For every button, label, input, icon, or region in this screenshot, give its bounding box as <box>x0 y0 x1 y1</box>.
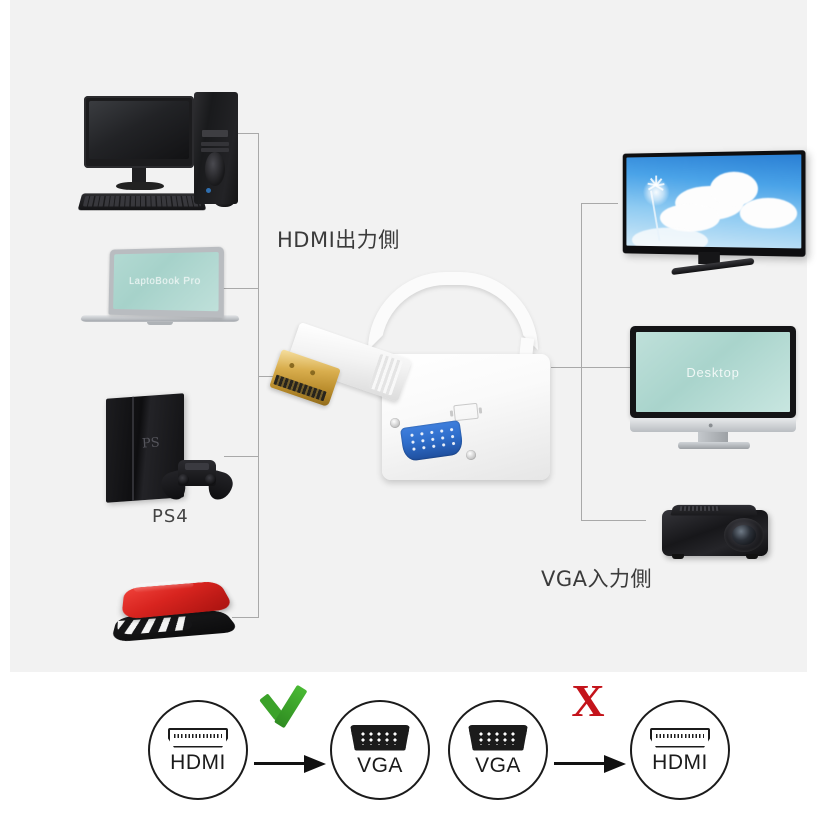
controller-touchpad <box>185 463 209 470</box>
direction-arrow-icon <box>554 755 626 773</box>
tower-slot <box>201 148 229 152</box>
laptop-image: LaptoBook Pro <box>75 246 245 338</box>
monitor-screen-text: Desktop <box>686 364 740 380</box>
right-bracket-branch-tv <box>581 203 618 204</box>
vga-port <box>399 419 465 463</box>
adapter-cable <box>368 272 538 350</box>
vga-screw <box>466 450 476 460</box>
left-bracket-spine <box>258 133 259 617</box>
check-icon <box>259 676 320 729</box>
right-bracket-branch-monitor <box>581 367 630 368</box>
direction-arrow-icon <box>254 755 326 773</box>
compatibility-strip: HDMI VGA VGA X <box>0 672 817 817</box>
monitor-stand-foot <box>678 442 750 449</box>
ps4-controller-icon <box>158 456 236 503</box>
laptop-trackpad-notch <box>147 322 173 325</box>
vga-port-badge: VGA <box>330 700 430 800</box>
hdmi-port-label: HDMI <box>170 750 226 774</box>
pc-monitor-stand-base <box>116 182 164 190</box>
right-bracket-spine <box>581 203 582 521</box>
vga-port-label: VGA <box>475 753 521 777</box>
left-bracket-branch-laptop <box>204 288 259 289</box>
hdmi-connector-grip <box>368 353 404 396</box>
laptop-lid: LaptoBook Pro <box>108 246 225 318</box>
projector-vent <box>679 506 721 511</box>
media-box-image <box>110 572 244 654</box>
keyboard-icon <box>77 193 207 211</box>
unsupported-direction-group: VGA X HDMI <box>432 672 792 817</box>
hdmi-connector-pins <box>273 374 327 402</box>
ps4-caption: PS4 <box>152 506 189 527</box>
cross-icon: X <box>571 675 605 726</box>
dandelion-head <box>643 175 670 206</box>
monitor-screen: Desktop <box>636 332 790 412</box>
ps4-body-seam <box>132 396 134 501</box>
ps4-console-image: PS <box>98 390 258 530</box>
adapter-housing <box>382 354 550 480</box>
projector-lens-ring <box>724 518 764 552</box>
laptop-screen: LaptoBook Pro <box>113 251 219 312</box>
television-image <box>618 150 814 282</box>
pc-monitor-icon <box>84 96 194 168</box>
tower-slot <box>201 142 229 146</box>
tower-front-panel <box>205 152 225 186</box>
keyboard-keys <box>82 195 202 207</box>
controller-stick-right <box>205 474 216 485</box>
projector-lens-glass <box>732 525 756 545</box>
vga-port-label: VGA <box>357 753 403 777</box>
tower-power-led <box>206 188 211 193</box>
vga-port-badge: VGA <box>448 700 548 800</box>
vga-screw <box>390 418 400 428</box>
pc-monitor-screen <box>89 101 189 159</box>
tv-screen <box>626 154 802 249</box>
right-bracket-branch-projector <box>581 520 646 521</box>
vga-port-pins <box>406 425 457 453</box>
projector-foot <box>672 554 684 559</box>
hdmi-output-side-label: HDMI出力側 <box>277 228 400 252</box>
left-bracket-branch-mediabox <box>232 617 259 618</box>
projector-foot <box>746 554 758 559</box>
display-icon <box>449 402 483 422</box>
apple-logo-icon: ● <box>708 420 714 430</box>
hdmi-to-vga-adapter-image <box>269 262 562 492</box>
left-bracket-branch-ps4 <box>224 456 259 457</box>
hdmi-port-icon <box>650 727 710 748</box>
vga-port-icon <box>350 724 410 751</box>
hdmi-port-icon <box>168 727 228 748</box>
right-bracket-stem <box>551 367 581 368</box>
tower-badge <box>202 130 228 137</box>
left-bracket-branch-desktop <box>232 133 259 134</box>
projector-image <box>658 498 788 570</box>
monitor-frame: Desktop <box>630 326 796 418</box>
controller-stick-left <box>178 474 189 485</box>
laptop-screen-text: LaptoBook Pro <box>129 275 201 288</box>
hdmi-port-badge: HDMI <box>148 700 248 800</box>
ps4-logo-icon: PS <box>141 435 161 452</box>
cloud-shape <box>739 197 798 229</box>
vga-input-side-label: VGA入力側 <box>541 567 653 591</box>
pc-tower-icon <box>194 92 238 204</box>
tv-frame <box>622 150 806 257</box>
hdmi-port-badge: HDMI <box>630 700 730 800</box>
hdmi-port-label: HDMI <box>652 750 708 774</box>
desktop-pc-image <box>72 92 242 214</box>
pc-monitor-stand-neck <box>132 168 146 184</box>
connection-diagram-panel: HDMI出力側 VGA入力側 <box>10 0 807 672</box>
supported-direction-group: HDMI VGA <box>132 672 492 817</box>
vga-port-icon <box>468 724 528 751</box>
monitor-chin <box>630 418 796 432</box>
monitor-stand-neck <box>698 432 728 444</box>
desktop-monitor-image: Desktop ● <box>630 326 810 450</box>
